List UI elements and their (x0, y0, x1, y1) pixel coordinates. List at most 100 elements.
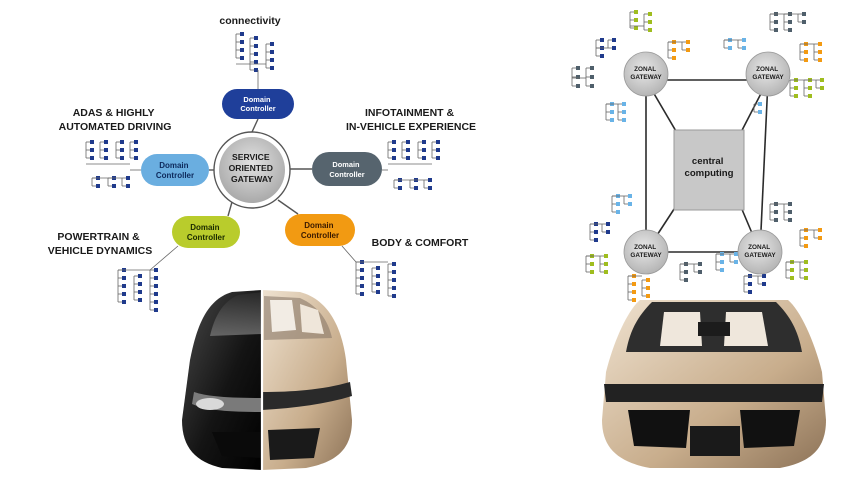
network-node (120, 156, 124, 160)
network-tree (611, 194, 632, 214)
network-node (684, 278, 688, 282)
network-node (406, 148, 410, 152)
network-tree (667, 40, 690, 60)
network-node (622, 110, 626, 114)
network-tree (585, 254, 608, 274)
network-node (820, 78, 824, 82)
network-node (818, 236, 822, 240)
network-node (604, 270, 608, 274)
network-node (138, 282, 142, 286)
network-node (154, 284, 158, 288)
network-node (270, 58, 274, 62)
network-node (804, 58, 808, 62)
domain-title-body: BODY & COMFORT (372, 237, 469, 249)
network-node (734, 260, 738, 264)
service-oriented-gateway: SERVICE ORIENTED GATEWAY (213, 131, 291, 209)
zonal-gateway-top-right: ZONAL GATEWAY (745, 51, 791, 97)
domain-controller-label-line-2: Controller (187, 233, 225, 242)
network-node (758, 110, 762, 114)
network-tree (769, 202, 792, 222)
network-node (648, 20, 652, 24)
network-node (606, 222, 610, 226)
network-node (134, 156, 138, 160)
network-node (632, 290, 636, 294)
network-node (270, 42, 274, 46)
network-node (376, 290, 380, 294)
network-node (154, 300, 158, 304)
network-node (788, 28, 792, 32)
network-node (818, 228, 822, 232)
svg-text:Domain Controller: Domain Controller (156, 161, 194, 180)
domain-title-infotainment: INFOTAINMENT & IN-VEHICLE EXPERIENCE (346, 107, 476, 133)
network-node (804, 244, 808, 248)
car-illustration-left (182, 286, 352, 472)
network-node (398, 186, 402, 190)
network-node (646, 286, 650, 290)
central-computing-line-2: computing (684, 168, 733, 179)
network-node (422, 148, 426, 152)
network-tree (715, 252, 738, 272)
network-node (154, 292, 158, 296)
network-node (720, 268, 724, 272)
domain-controller-label-line-1: Domain (304, 221, 333, 230)
domain-controller-label-line-1: Domain (159, 161, 188, 170)
network-node (604, 254, 608, 258)
svg-text:Domain Controller: Domain Controller (329, 160, 364, 179)
network-node (804, 276, 808, 280)
network-node (590, 75, 594, 79)
network-node (134, 148, 138, 152)
network-node (392, 140, 396, 144)
network-node (240, 40, 244, 44)
network-node (154, 276, 158, 280)
network-node (790, 268, 794, 272)
hub-label-line-2: ORIENTED (229, 163, 273, 173)
domain-controller-label-line-1: Domain (243, 95, 271, 104)
domain-links (209, 118, 312, 217)
network-node (360, 268, 364, 272)
network-tree (629, 10, 652, 32)
network-node (436, 140, 440, 144)
network-node (818, 42, 822, 46)
network-node (406, 156, 410, 160)
network-node (628, 194, 632, 198)
network-node (742, 46, 746, 50)
network-node (788, 20, 792, 24)
network-node (788, 202, 792, 206)
network-node (788, 218, 792, 222)
network-node (120, 140, 124, 144)
network-tree (85, 140, 138, 165)
network-tree (355, 260, 396, 298)
network-tree (723, 38, 746, 50)
network-tree (387, 140, 440, 165)
network-node (576, 75, 580, 79)
network-node (576, 84, 580, 88)
central-computing: central computing (673, 129, 745, 211)
domain-title-connectivity: connectivity (219, 15, 280, 27)
network-node (376, 274, 380, 278)
network-tree (393, 178, 432, 190)
svg-text:Domain Controller: Domain Controller (187, 223, 225, 242)
network-node (270, 66, 274, 70)
network-node (360, 292, 364, 296)
network-node (728, 46, 732, 50)
network-node (610, 118, 614, 122)
network-node (138, 274, 142, 278)
network-node (126, 176, 130, 180)
network-node (646, 278, 650, 282)
network-tree (627, 274, 650, 302)
network-node (254, 44, 258, 48)
right-network-trees (571, 10, 824, 302)
svg-text:Domain Controller: Domain Controller (301, 221, 339, 240)
network-node (436, 148, 440, 152)
network-node (134, 140, 138, 144)
network-node (742, 38, 746, 42)
network-node (672, 56, 676, 60)
network-node (376, 266, 380, 270)
network-node (808, 86, 812, 90)
network-node (392, 286, 396, 290)
network-tree (679, 262, 702, 282)
svg-text:Domain Controller: Domain Controller (240, 95, 275, 113)
network-tree (117, 268, 158, 312)
domain-controller-adas: Domain Controller (141, 154, 209, 186)
